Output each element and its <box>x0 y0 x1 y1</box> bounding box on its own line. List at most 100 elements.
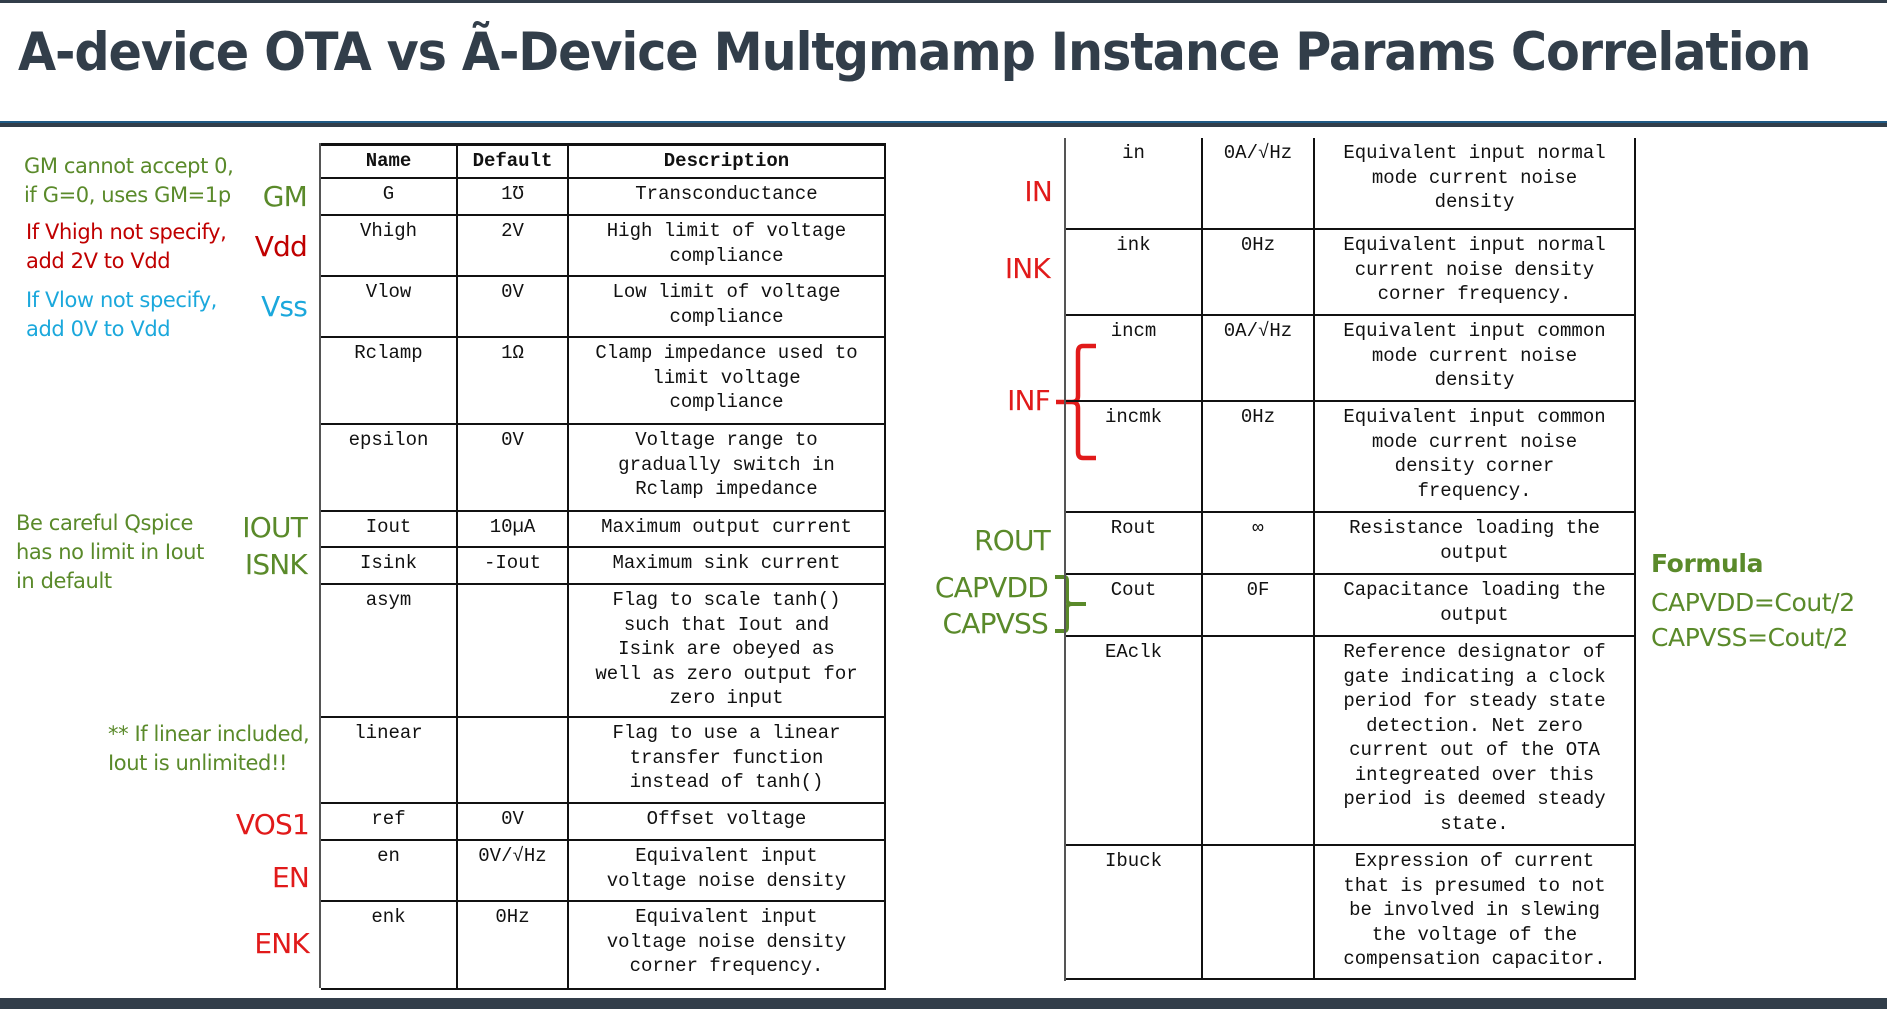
param-default: 0Hz <box>1203 402 1315 511</box>
param-default: 2V <box>458 216 569 275</box>
tag-capvdd: CAPVDD <box>934 571 1049 604</box>
header-default: Default <box>458 145 569 177</box>
param-name: incm <box>1066 316 1203 400</box>
param-default: 0V/√Hz <box>458 841 569 900</box>
tag-isnk: ISNK <box>244 548 308 581</box>
param-description: Maximum output current <box>569 512 886 546</box>
gm-note: GM cannot accept 0, if G=0, uses GM=1p <box>24 154 234 207</box>
param-name: G <box>321 179 458 214</box>
param-description: Equivalent input normal mode current noi… <box>1315 138 1636 228</box>
param-default: 0V <box>458 804 569 839</box>
formula-line-capvss: CAPVSS=Cout/2 <box>1651 623 1848 652</box>
param-name: Isink <box>321 548 458 583</box>
param-default: 10µA <box>458 512 569 546</box>
tag-rout: ROUT <box>974 524 1051 557</box>
param-description: Reference designator of gate indicating … <box>1315 637 1636 844</box>
param-default: 0Hz <box>458 902 569 988</box>
param-default: 0Hz <box>1203 230 1315 314</box>
param-description: Equivalent input voltage noise density <box>569 841 886 900</box>
iout-note: Be careful Qspice has no limit in Iout i… <box>16 511 204 593</box>
tag-ink: INK <box>1004 252 1051 285</box>
param-name: linear <box>321 718 458 802</box>
param-default: 1Ʊ <box>458 179 569 214</box>
param-description: Low limit of voltage compliance <box>569 277 886 336</box>
param-name: Iout <box>321 512 458 546</box>
param-default: ∞ <box>1203 513 1315 573</box>
param-default <box>1203 846 1315 978</box>
bottom-border <box>0 998 1887 1009</box>
title-divider <box>0 121 1887 127</box>
param-description: Equivalent input common mode current noi… <box>1315 402 1636 511</box>
tag-inf: INF <box>1007 384 1051 417</box>
param-name: ref <box>321 804 458 839</box>
linear-note: ** If linear included, Iout is unlimited… <box>108 722 310 775</box>
param-description: Maximum sink current <box>569 548 886 583</box>
param-default: 0V <box>458 277 569 336</box>
param-default: 0V <box>458 425 569 510</box>
tag-vss: Vss <box>261 290 308 323</box>
table-top-border <box>321 143 886 146</box>
param-default: 1Ω <box>458 338 569 423</box>
top-border <box>0 0 1887 3</box>
param-name: Vhigh <box>321 216 458 275</box>
param-description: Offset voltage <box>569 804 886 839</box>
param-description: Transconductance <box>569 179 886 214</box>
table-row: linear Flag to use a linear transfer func… <box>321 718 886 804</box>
vlow-note: If Vlow not specify, add 0V to Vdd <box>26 288 217 341</box>
param-name: asym <box>321 585 458 716</box>
param-name: Rclamp <box>321 338 458 423</box>
param-description: Voltage range to gradually switch in Rcl… <box>569 425 886 510</box>
param-description: Flag to use a linear transfer function i… <box>569 718 886 802</box>
param-default <box>1203 637 1315 844</box>
param-name: Cout <box>1066 575 1203 635</box>
tag-enk: ENK <box>254 927 309 960</box>
param-description: Resistance loading the output <box>1315 513 1636 573</box>
vhigh-note: If Vhigh not specify, add 2V to Vdd <box>26 220 227 273</box>
param-name: en <box>321 841 458 900</box>
param-description: Equivalent input common mode current noi… <box>1315 316 1636 400</box>
tag-gm: GM <box>262 180 308 213</box>
header-description: Description <box>569 145 886 177</box>
param-name: Rout <box>1066 513 1203 573</box>
param-name: enk <box>321 902 458 988</box>
formula-line-capvdd: CAPVDD=Cout/2 <box>1651 588 1855 617</box>
table-row: asym Flag to scale tanh() such that Iout … <box>321 585 886 718</box>
param-default: 0A/√Hz <box>1203 138 1315 228</box>
param-name: in <box>1066 138 1203 228</box>
param-description: High limit of voltage compliance <box>569 216 886 275</box>
param-default: 0A/√Hz <box>1203 316 1315 400</box>
tag-capvss: CAPVSS <box>942 607 1049 640</box>
param-name: incmk <box>1066 402 1203 511</box>
table-row: Rout∞Resistance loading the output <box>1066 513 1636 575</box>
param-description: Expression of current that is presumed t… <box>1315 846 1636 978</box>
param-description: Equivalent input normal current noise de… <box>1315 230 1636 314</box>
tag-in: IN <box>1024 175 1052 208</box>
table-header-row: Name Default Description <box>321 145 886 179</box>
param-default: 0F <box>1203 575 1315 635</box>
param-name: EAclk <box>1066 637 1203 844</box>
param-name: Vlow <box>321 277 458 336</box>
param-name: ink <box>1066 230 1203 314</box>
param-default <box>458 718 569 802</box>
param-description: Flag to scale tanh() such that Iout and … <box>569 585 886 716</box>
header-name: Name <box>321 145 458 177</box>
param-name: epsilon <box>321 425 458 510</box>
param-default <box>458 585 569 716</box>
